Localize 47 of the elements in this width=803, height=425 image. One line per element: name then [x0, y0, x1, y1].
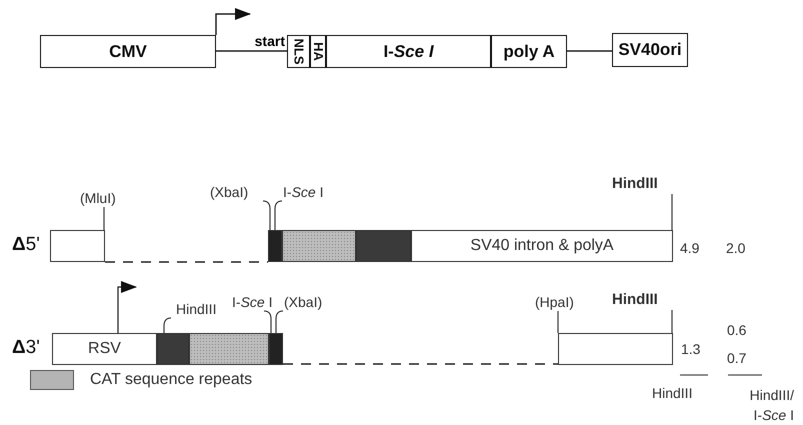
gene-element-box: SV40ori: [612, 33, 688, 67]
edge-label: start: [254, 34, 285, 49]
connector-line: [283, 363, 558, 365]
fragment-size: 4.9: [680, 240, 700, 256]
site-label: (XbaI): [210, 184, 248, 200]
connector-line: [567, 50, 612, 52]
dark-segment: [356, 230, 411, 262]
site-label: (XbaI): [284, 294, 322, 310]
dark-segment: [157, 333, 189, 365]
site-label: HindIII: [652, 385, 692, 401]
fragment-size: 0.6: [727, 322, 746, 338]
connector-line: [216, 50, 287, 52]
site-label: HindIII/ I-Sce I: [748, 386, 794, 425]
leader-line: [264, 310, 272, 334]
gene-element-box: poly A: [491, 35, 567, 68]
gene-element-box: SV40 intron & polyA: [411, 230, 673, 262]
connector-line: [105, 261, 268, 263]
promoter-arrow: [215, 8, 251, 35]
site-label: I-Sce I: [283, 184, 324, 200]
leader-line: [274, 200, 282, 230]
tag-box: HA: [310, 35, 326, 68]
legend-text: CAT sequence repeats: [90, 372, 252, 388]
dotted-segment: [189, 333, 269, 365]
fragment-size: 0.7: [727, 350, 746, 366]
site-label: HindIII: [176, 301, 216, 317]
gene-element-box: CMV: [40, 35, 216, 68]
construct-label: Δ5': [12, 237, 40, 253]
dark-segment: [268, 230, 282, 262]
dark-segment: [269, 333, 283, 365]
leader-line: [262, 200, 270, 230]
site-label: HindIII: [612, 292, 658, 308]
construct-label: Δ3': [12, 340, 40, 356]
empty-segment-box: [50, 230, 105, 262]
fragment-size: 1.3: [681, 341, 700, 357]
dotted-segment: [282, 230, 356, 262]
leader-line: [164, 318, 172, 334]
tag-box: NLS: [287, 35, 310, 68]
site-label: I-Sce I: [232, 294, 272, 310]
gene-element-box: RSV: [52, 333, 157, 365]
empty-segment-box: [558, 333, 673, 365]
site-label: HindIII: [612, 176, 658, 192]
site-label: (HpaI): [535, 294, 574, 310]
fragment-size: 2.0: [726, 240, 746, 256]
site-label: (MluI): [80, 190, 116, 206]
promoter-arrow: [117, 281, 137, 333]
leader-line: [276, 310, 284, 334]
gene-element-box: I-Sce I: [326, 35, 491, 68]
